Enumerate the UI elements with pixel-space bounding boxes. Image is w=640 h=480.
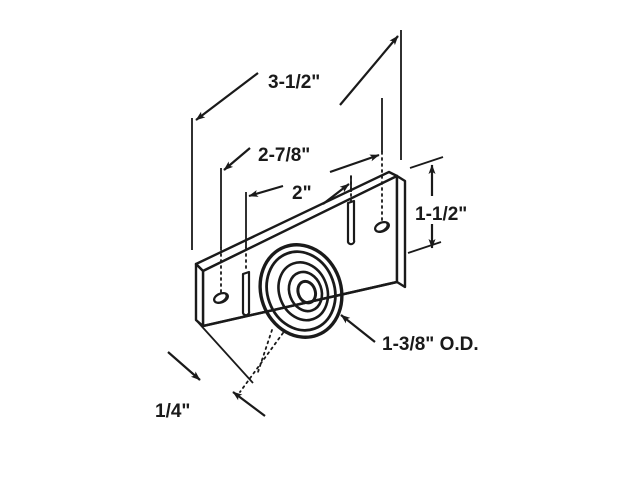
dimension-plate-thickness: 1/4" xyxy=(155,319,273,422)
callout-roller-outside-diameter: 1-3/8" O.D. xyxy=(340,314,479,355)
dimension-hole-spacing-outer: 2-7/8" xyxy=(223,145,380,174)
thickness-extension-inner xyxy=(195,319,254,384)
callout-leader-arrow xyxy=(340,314,376,343)
roller-axle-bore xyxy=(296,279,318,305)
dimension-arrow-right xyxy=(329,153,380,174)
roller-projection-dotted-line xyxy=(239,332,284,393)
mounting-hole-left xyxy=(213,292,229,304)
dimension-arrow-upper xyxy=(167,351,201,381)
height-extension-top xyxy=(409,156,444,169)
plate-bottom-edge xyxy=(202,280,398,328)
thickness-extension-dotted xyxy=(257,329,273,373)
dimension-arrow-right xyxy=(339,35,399,106)
dimension-overall-length: 3-1/2" xyxy=(195,35,399,121)
dimension-arrow-left xyxy=(195,72,259,121)
roller-groove-inner xyxy=(277,261,330,322)
height-extension-bottom xyxy=(407,241,442,254)
dimension-arrow-left xyxy=(223,147,251,171)
roller-wheel xyxy=(258,243,344,339)
dimension-label-plate-height: 1-1/2" xyxy=(415,204,467,225)
plate-right-thickness-edge xyxy=(395,174,407,289)
adjustment-slot-right xyxy=(346,199,356,246)
dimension-slot-spacing: 2" xyxy=(248,183,350,205)
dimension-arrow-right xyxy=(322,183,350,205)
roller-hub xyxy=(287,270,324,313)
dimension-arrow-left xyxy=(248,184,284,198)
mounting-hole-right xyxy=(374,221,390,233)
adjustment-slot-left xyxy=(241,270,251,317)
dimension-label-overall-length: 3-1/2" xyxy=(268,72,320,93)
dimension-arrow-lower xyxy=(232,391,266,417)
roller-outer-rim xyxy=(258,243,344,339)
dimension-plate-height: 1-1/2" xyxy=(407,156,467,254)
dimension-label-roller-od: 1-3/8" O.D. xyxy=(382,334,479,355)
extension-lines xyxy=(191,30,402,293)
plate-left-thickness-edge xyxy=(194,262,205,328)
dimension-label-slot-spacing: 2" xyxy=(292,183,312,204)
roller-groove-outer xyxy=(265,250,337,332)
dimension-label-hole-spacing: 2-7/8" xyxy=(258,145,310,166)
dimension-label-plate-thickness: 1/4" xyxy=(155,401,190,422)
